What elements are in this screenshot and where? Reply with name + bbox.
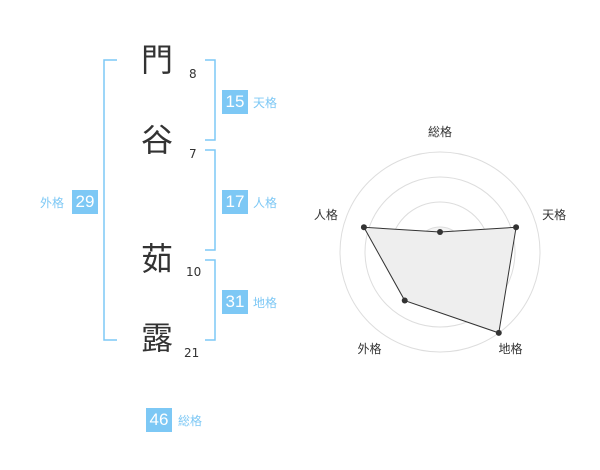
stroke-count-3: 10 — [186, 265, 202, 279]
radar-points — [360, 224, 520, 336]
chikaku-value: 31 — [222, 290, 248, 314]
radar-point-1 — [437, 229, 443, 235]
jinkaku-bracket — [205, 149, 216, 251]
tenkaku-label: 天格 — [253, 96, 278, 110]
radar-ring — [364, 176, 516, 328]
radar-axis-label: 総格 — [428, 124, 452, 139]
radar-axis-label: 人格 — [314, 207, 338, 222]
gaikaku-value: 29 — [72, 190, 98, 214]
stroke-count-1: 8 — [189, 67, 197, 81]
tenkaku-value: 15 — [222, 90, 248, 114]
radar-point-2 — [513, 224, 520, 231]
gaikaku-bracket — [103, 59, 117, 341]
name-char-3: 茹 — [141, 240, 174, 278]
radar-shape — [363, 226, 517, 334]
tenkaku-bracket — [205, 59, 216, 141]
jinkaku-value: 17 — [222, 190, 248, 214]
chikaku-bracket — [205, 259, 216, 341]
stroke-count-4: 21 — [184, 346, 200, 360]
soukaku-value: 46 — [146, 408, 172, 432]
gaikaku-label: 外格 — [40, 196, 65, 210]
name-char-4: 露 — [141, 319, 174, 357]
stroke-count-2: 7 — [189, 147, 197, 161]
soukaku-label: 総格 — [178, 414, 203, 428]
name-char-1: 門 — [141, 41, 174, 79]
radar-axis-label: 地格 — [499, 341, 523, 356]
radar-ring — [339, 151, 541, 353]
radar-axis-label: 外格 — [357, 341, 381, 356]
radar-point-3 — [495, 329, 502, 336]
radar-axis-label: 天格 — [542, 207, 566, 222]
name-char-2: 谷 — [141, 121, 174, 159]
chikaku-label: 地格 — [253, 296, 278, 310]
jinkaku-label: 人格 — [253, 196, 278, 210]
radar-point-5 — [360, 224, 367, 231]
radar-point-4 — [401, 297, 408, 304]
